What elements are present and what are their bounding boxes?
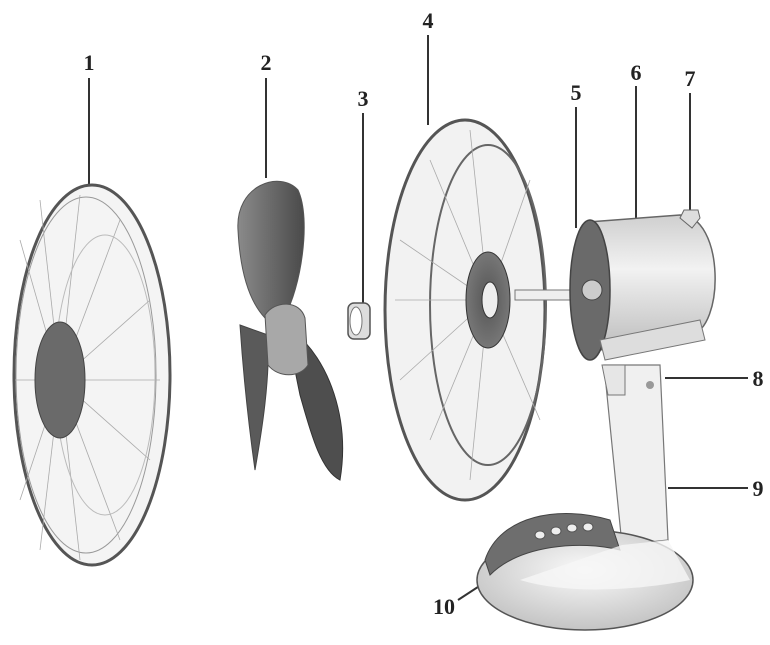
part-label-2: 2 <box>260 50 272 75</box>
front-grille-part <box>12 183 172 567</box>
stand-and-base-part <box>476 364 694 631</box>
part-label-6: 6 <box>630 60 642 85</box>
part-label-3: 3 <box>357 86 369 111</box>
part-label-1: 1 <box>83 50 95 75</box>
part-label-9: 9 <box>752 476 764 501</box>
part-label-8: 8 <box>752 366 764 391</box>
part-label-4: 4 <box>422 8 434 33</box>
part-label-7: 7 <box>684 66 696 91</box>
blade-part <box>237 180 343 481</box>
part-label-10: 10 <box>433 594 455 619</box>
part-label-5: 5 <box>570 80 582 105</box>
motor-assembly-part <box>569 209 716 361</box>
rear-grille-part <box>383 118 547 502</box>
blade-cap-nut-part <box>347 302 371 340</box>
